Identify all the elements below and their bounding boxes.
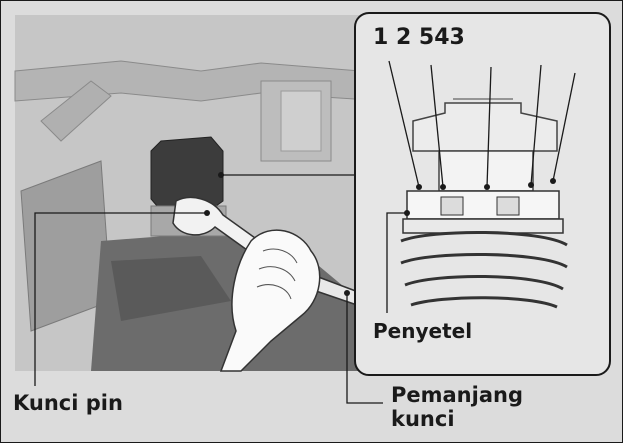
hand (219, 229, 321, 372)
finger-line (262, 248, 298, 264)
leader-1 (388, 60, 420, 188)
extension-label-line2: kunci (391, 407, 455, 431)
leader-5 (552, 72, 576, 182)
leader-5-dot (550, 178, 556, 184)
inset-adjuster (402, 218, 564, 234)
spring-coil (410, 296, 558, 309)
leader-adjuster (386, 212, 407, 313)
leader-3-dot (484, 184, 490, 190)
leader-2-dot (440, 184, 446, 190)
leader-pin-wrench-dot (204, 210, 210, 216)
part-numbers-label: 1 2 543 (373, 25, 465, 50)
spring-coil (400, 252, 568, 269)
finger-line (258, 266, 296, 282)
leader-inset-dot (218, 172, 224, 178)
reservoir-cap (280, 90, 322, 152)
main-scene (14, 15, 386, 372)
leader-4 (530, 64, 542, 186)
leader-pin-wrench (34, 212, 207, 386)
adjuster-label: Penyetel (373, 319, 473, 343)
leader-extension-dot (344, 290, 350, 296)
spring-coil (400, 230, 568, 247)
leader-3 (486, 66, 492, 188)
spring-coil (404, 274, 564, 291)
leader-2 (430, 64, 444, 188)
pin-wrench-label: Kunci pin (13, 391, 123, 415)
callout-leaders (34, 172, 383, 404)
leader-extension (346, 293, 383, 404)
inset-locknut (406, 190, 560, 220)
leader-adjuster-dot (404, 210, 410, 216)
locknut-slot (496, 196, 520, 216)
locknut-slot (440, 196, 464, 216)
leader-4-dot (528, 182, 534, 188)
finger-line (256, 284, 292, 300)
inset-detail (354, 12, 611, 376)
engine-cover (111, 256, 231, 321)
leader-1-dot (416, 184, 422, 190)
extension-label-line1: Pemanjang (391, 383, 523, 407)
frame-bracket (40, 80, 112, 142)
